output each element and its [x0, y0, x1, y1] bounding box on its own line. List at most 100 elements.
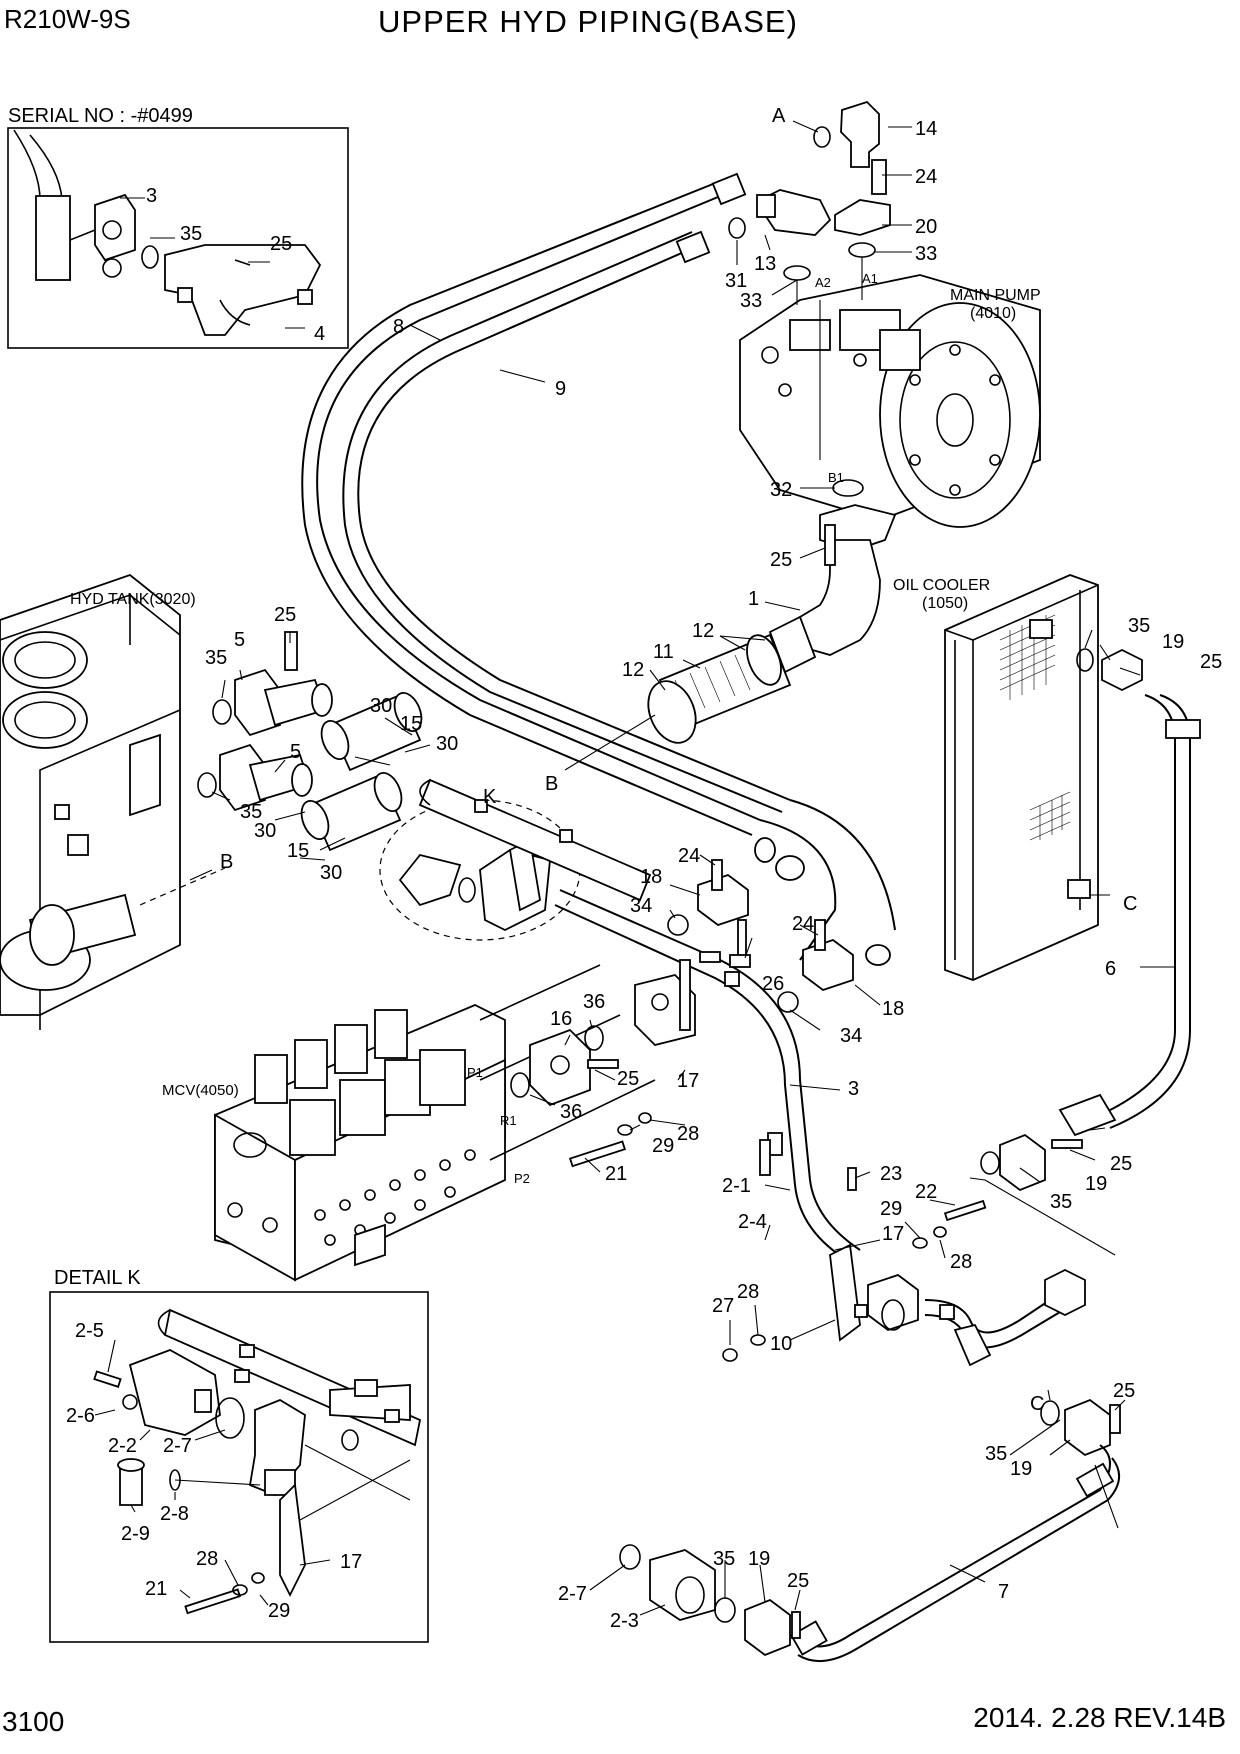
model-number: R210W-9S [4, 4, 131, 34]
elbow-14 [840, 100, 880, 168]
callout-35e: 35 [985, 1443, 1007, 1465]
oring-35-upper [212, 699, 232, 725]
mcv-label: MCV(4050) [162, 1082, 239, 1099]
callout-25d: 25 [1110, 1153, 1132, 1175]
suction-pipe-assembly [647, 479, 897, 744]
bolt-23 [847, 1167, 857, 1191]
main-pump-label: MAIN PUMP [950, 287, 1041, 304]
callout-9: 9 [555, 378, 566, 400]
suction-flange [819, 504, 897, 551]
tank-port-1 [2, 631, 88, 689]
lower-hose-7 [619, 1398, 1121, 1663]
callout-28a: 28 [677, 1123, 699, 1145]
callout-2-4: 2-4 [738, 1211, 767, 1233]
hose-8-outer [316, 189, 761, 821]
clamp-12-lower [647, 680, 697, 744]
tank-fittings [197, 631, 423, 852]
bolts-main [568, 1112, 652, 1168]
callout-24b: 24 [678, 845, 700, 867]
callout-25a: 25 [770, 549, 792, 571]
callout-18a: 18 [640, 866, 662, 888]
cooler-lower-connection [969, 1133, 1116, 1256]
callout-17a: 17 [677, 1070, 699, 1092]
callout-30b: 30 [436, 733, 458, 755]
callout-8: 8 [393, 316, 404, 338]
oil-cooler-code: (1050) [922, 595, 968, 612]
callout-23: 23 [880, 1163, 902, 1185]
callout-14: 14 [915, 118, 937, 140]
detail-k-area [379, 778, 652, 941]
serial-inset-title: SERIAL NO : -#0499 [8, 105, 193, 127]
callout-25f: 25 [1113, 1380, 1135, 1402]
suction-pipe-1 [794, 539, 881, 656]
oring-35-lower [197, 772, 217, 798]
callout-6: 6 [1105, 958, 1116, 980]
callout-13: 13 [754, 253, 776, 275]
bolt-25-pump [824, 524, 836, 566]
callout-25b: 25 [274, 604, 296, 626]
callout-34b: 34 [840, 1025, 862, 1047]
port-r1: R1 [500, 1113, 517, 1128]
ref-letter-c-cooler: C [1123, 893, 1137, 915]
bolt-22 [943, 1199, 987, 1222]
oring-36-lower [510, 1072, 530, 1098]
suction-hoses [301, 172, 896, 966]
callout-25e: 25 [1200, 651, 1222, 673]
serial-inset-frame [7, 127, 349, 349]
detail-fitting-2-2 [128, 1349, 221, 1436]
callout-33b: 33 [740, 290, 762, 312]
callout-36a: 36 [583, 991, 605, 1013]
callout-36b: 36 [560, 1101, 582, 1123]
callout-2-7: 2-7 [558, 1583, 587, 1605]
callout-35a: 35 [205, 647, 227, 669]
inset-callout-4: 4 [314, 323, 325, 345]
mcv: MCV(4050) P1 R1 P2 [162, 964, 656, 1282]
inset-flange [94, 193, 136, 262]
detail-callout-2-8: 2-8 [160, 1503, 189, 1525]
flange-19-lower-right [1044, 1268, 1086, 1317]
detail-callout-28: 28 [196, 1548, 218, 1570]
oring-34-left [667, 914, 689, 936]
pipe-3 [554, 889, 861, 1263]
washer-28 [638, 1112, 652, 1124]
detail-callout-2-6: 2-6 [66, 1405, 95, 1427]
oring-31 [728, 217, 746, 239]
detail-k-callouts: 2-5 2-6 2-2 2-7 2-8 2-9 28 21 29 17 [66, 1320, 362, 1622]
callout-labels: A 14 24 20 33 13 31 33 8 9 32 B1 25 1 12… [205, 105, 1222, 1632]
oring-35-mid [980, 1151, 1000, 1175]
washer-29 [617, 1124, 633, 1136]
oring-33-a1 [848, 242, 876, 258]
clamp-18-right [802, 938, 854, 992]
callout-2-3: 2-3 [610, 1610, 639, 1632]
washer-27 [722, 1348, 738, 1362]
flange-5-lower [219, 743, 266, 812]
oil-cooler-body [944, 574, 1099, 981]
washer-28-lower [750, 1334, 766, 1346]
callout-34a: 34 [630, 895, 652, 917]
detail-callout-2-7: 2-7 [163, 1435, 192, 1457]
washer-29-lower [912, 1237, 928, 1249]
callout-22: 22 [915, 1181, 937, 1203]
detail-callout-2-2: 2-2 [108, 1435, 137, 1457]
callout-26: 26 [762, 973, 784, 995]
callout-25c: 25 [617, 1068, 639, 1090]
bolt-24 [871, 159, 887, 195]
detail-callout-21: 21 [145, 1578, 167, 1600]
callout-35d: 35 [1128, 615, 1150, 637]
leader-lines [94, 120, 1175, 1616]
detail-callout-2-5: 2-5 [75, 1320, 104, 1342]
oil-cooler: OIL COOLER (1050) [893, 574, 1099, 981]
inset-oring [141, 245, 159, 269]
callout-12a: 12 [692, 620, 714, 642]
inset-callout-35: 35 [180, 223, 202, 245]
hyd-tank: HYD TANK(3020) [0, 573, 226, 1030]
bolt-26 [737, 919, 747, 957]
callout-11: 11 [653, 641, 674, 663]
tank-port-2 [2, 691, 88, 749]
callout-28c: 28 [737, 1281, 759, 1303]
oring-33-a2 [783, 265, 811, 281]
callout-16: 16 [550, 1008, 572, 1030]
flange-20 [834, 199, 891, 236]
ref-letter-b-main: B [545, 773, 558, 795]
